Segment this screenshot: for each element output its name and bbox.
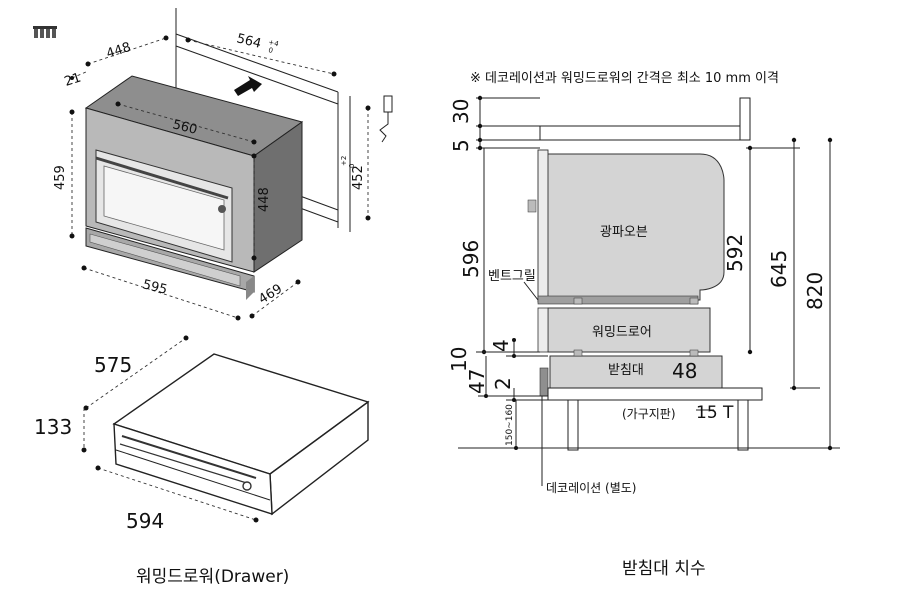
dim-820: 820 bbox=[803, 272, 827, 310]
label-base: 받침대 bbox=[608, 363, 644, 378]
dim-564: 564 bbox=[235, 31, 263, 52]
drawer-caption: 워밍드로워(Drawer) bbox=[136, 567, 289, 587]
dim-10: 10 bbox=[447, 347, 471, 372]
dim-564-tol: +4 bbox=[268, 38, 280, 48]
stand-note: ※ 데코레이션과 워밍드로워의 간격은 최소 10 mm 이격 bbox=[470, 71, 779, 86]
oven-dimension-labels: 448 21 564 +4 0 560 459 448 452 +2 0 595… bbox=[53, 31, 366, 307]
dim-452-tol0: 0 bbox=[348, 164, 356, 168]
oven-dimension-lines bbox=[69, 35, 371, 321]
stand-labels: ※ 데코레이션과 워밍드로워의 간격은 최소 10 mm 이격 30 5 596… bbox=[447, 71, 827, 579]
label-vent: 벤트그릴 bbox=[488, 269, 536, 284]
dim-469: 469 bbox=[256, 282, 285, 308]
dim-564-tol0: 0 bbox=[268, 46, 274, 55]
dim-560: 560 bbox=[171, 117, 199, 138]
dim-595: 595 bbox=[141, 277, 169, 298]
dim-452: 452 bbox=[351, 165, 366, 190]
dim-4: 4 bbox=[489, 339, 513, 352]
screws-icon bbox=[33, 26, 57, 38]
stand-dimension-lines bbox=[458, 95, 840, 486]
drawer-dimension-labels: 575 133 594 워밍드로워(Drawer) bbox=[34, 353, 289, 587]
dim-594: 594 bbox=[126, 509, 164, 533]
dim-592: 592 bbox=[723, 234, 747, 272]
dim-133: 133 bbox=[34, 415, 72, 439]
dim-452-tol: +2 bbox=[340, 156, 348, 166]
dim-596: 596 bbox=[459, 240, 483, 278]
dim-30: 30 bbox=[449, 99, 473, 124]
label-oven: 광파오븐 bbox=[600, 225, 648, 240]
dim-21: 21 bbox=[63, 70, 83, 89]
dim-2: 2 bbox=[491, 377, 515, 390]
dim-645: 645 bbox=[767, 250, 791, 288]
dim-47: 47 bbox=[465, 369, 489, 394]
dim-448-side: 448 bbox=[257, 187, 272, 212]
dim-459: 459 bbox=[53, 165, 68, 190]
label-board: (가구지판) bbox=[622, 407, 676, 421]
dim-150-160: 150~160 bbox=[505, 404, 515, 446]
drawer-dimension-lines bbox=[81, 335, 259, 523]
stand-section bbox=[527, 97, 763, 451]
dim-575: 575 bbox=[94, 353, 132, 377]
dim-5: 5 bbox=[449, 139, 473, 152]
label-drawer: 워밍드로어 bbox=[592, 325, 652, 340]
label-board-thickness: 15 T bbox=[696, 403, 734, 423]
dim-48: 48 bbox=[672, 359, 697, 383]
oven-illustration bbox=[84, 8, 393, 300]
drawer-illustration bbox=[112, 353, 370, 516]
dim-448-top: 448 bbox=[105, 40, 133, 62]
label-deco: 데코레이션 (별도) bbox=[546, 481, 636, 495]
stand-caption: 받침대 치수 bbox=[622, 559, 706, 579]
